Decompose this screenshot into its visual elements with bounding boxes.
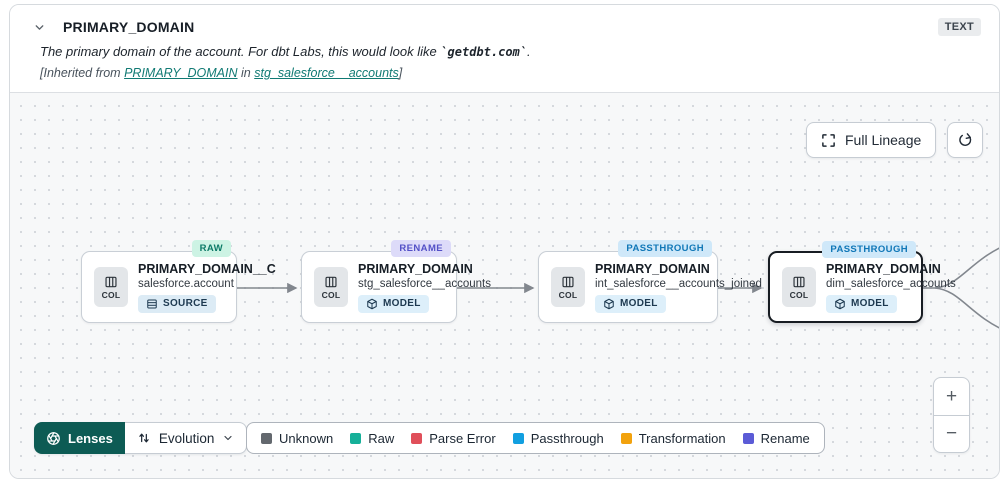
node-column-name: PRIMARY_DOMAIN: [826, 261, 941, 276]
legend-item: Raw: [350, 431, 394, 446]
chevron-down-icon: [224, 435, 232, 441]
resource-label: SOURCE: [163, 298, 208, 309]
refresh-button[interactable]: [947, 122, 984, 158]
evolution-badge: PASSTHROUGH: [822, 241, 916, 258]
resource-label: MODEL: [620, 298, 658, 309]
inherited-note: [Inherited from PRIMARY_DOMAIN in stg_sa…: [31, 66, 981, 80]
legend-swatch: [512, 432, 524, 444]
column-title: PRIMARY_DOMAIN: [63, 19, 195, 35]
node-model-name: salesforce.account: [138, 277, 234, 290]
model-cube-icon: [604, 298, 614, 309]
column-chip: COL: [782, 267, 816, 307]
column-lineage-panel: PRIMARY_DOMAIN TEXT The primary domain o…: [9, 4, 1000, 479]
description-code: `getdbt.com`: [440, 45, 528, 59]
aperture-icon: [47, 431, 60, 445]
legend-label: Transformation: [638, 430, 726, 446]
column-chip: COL: [94, 267, 128, 307]
lineage-node-salesforce-account[interactable]: RAW COL PRIMARY_DOMAIN__C salesforce.acc…: [81, 240, 276, 323]
resource-badge: MODEL: [358, 294, 429, 313]
node-column-name: PRIMARY_DOMAIN: [358, 261, 473, 276]
legend-swatch: [620, 432, 632, 444]
legend-label: Raw: [368, 430, 395, 446]
lens-dropdown[interactable]: Evolution: [124, 422, 248, 454]
legend-swatch: [411, 432, 423, 444]
legend-label: Unknown: [279, 430, 334, 446]
full-lineage-label: Full Lineage: [845, 132, 922, 148]
node-model-name: int_salesforce__accounts_joined: [595, 277, 762, 290]
column-chip-label: COL: [101, 289, 121, 300]
expand-icon: [822, 133, 835, 147]
legend-label: Rename: [760, 430, 810, 446]
model-cube-icon: [835, 298, 845, 309]
resource-label: MODEL: [383, 298, 421, 309]
source-icon: [147, 299, 157, 308]
evolution-badge: RENAME: [391, 240, 451, 257]
column-chip: COL: [551, 267, 585, 307]
column-chip-label: COL: [321, 289, 341, 300]
evolution-legend: Unknown Raw Parse Error Passthrough Tran…: [246, 422, 825, 454]
legend-item: Unknown: [261, 431, 333, 446]
legend-item: Transformation: [620, 430, 726, 446]
lenses-button[interactable]: Lenses: [34, 422, 125, 454]
inherited-suffix: ]: [398, 66, 403, 80]
column-chip: COL: [314, 267, 348, 307]
lineage-node-dim-salesforce-accounts[interactable]: PASSTHROUGH COL PRIMARY_DOMAIN dim_sales…: [768, 241, 956, 323]
columns-icon: [562, 276, 574, 287]
evolution-icon: [139, 433, 149, 443]
lineage-canvas[interactable]: Full Lineage RAW COL PRIMARY_DOMAIN__C s…: [10, 93, 999, 478]
columns-icon: [793, 276, 805, 287]
legend-item: Passthrough: [512, 430, 604, 446]
legend-swatch: [350, 432, 362, 444]
canvas-toolbar: Full Lineage: [806, 122, 984, 158]
refresh-icon: [959, 133, 972, 146]
node-model-name: stg_salesforce__accounts: [358, 277, 491, 290]
node-column-name: PRIMARY_DOMAIN__C: [138, 261, 276, 276]
column-description: The primary domain of the account. For d…: [31, 44, 981, 59]
column-chip-label: COL: [789, 289, 809, 300]
inherited-prefix: [Inherited from: [40, 66, 125, 80]
column-header: PRIMARY_DOMAIN TEXT The primary domain o…: [10, 5, 999, 93]
zoom-control: + −: [933, 377, 970, 453]
column-type-badge: TEXT: [937, 18, 981, 36]
lineage-node-int-salesforce-accounts-joined[interactable]: PASSTHROUGH COL PRIMARY_DOMAIN int_sales…: [538, 240, 762, 323]
lenses-label: Lenses: [68, 430, 113, 446]
lens-selected-value: Evolution: [158, 430, 215, 446]
description-period: .: [527, 44, 531, 59]
evolution-badge: RAW: [191, 240, 231, 257]
zoom-out-button[interactable]: −: [934, 415, 969, 452]
description-text: The primary domain of the account. For d…: [40, 44, 441, 59]
lineage-node-stg-salesforce-accounts[interactable]: RENAME COL PRIMARY_DOMAIN stg_salesforce…: [301, 240, 491, 323]
full-lineage-button[interactable]: Full Lineage: [806, 122, 937, 158]
resource-label: MODEL: [851, 298, 889, 309]
columns-icon: [105, 276, 117, 287]
legend-swatch: [261, 432, 272, 444]
column-chip-label: COL: [558, 289, 578, 300]
zoom-in-button[interactable]: +: [945, 385, 958, 407]
inherited-model-link[interactable]: stg_salesforce__accounts: [254, 66, 399, 80]
resource-badge: MODEL: [595, 294, 666, 313]
legend-item: Rename: [742, 430, 810, 446]
node-model-name: dim_salesforce_accounts: [826, 277, 956, 290]
inherited-column-link[interactable]: PRIMARY_DOMAIN: [124, 66, 238, 80]
collapse-chevron-icon[interactable]: [31, 19, 47, 35]
legend-label: Passthrough: [530, 430, 604, 446]
lenses-control: Lenses Evolution: [34, 422, 248, 454]
legend-item: Parse Error: [411, 430, 496, 446]
node-column-name: PRIMARY_DOMAIN: [595, 261, 710, 276]
legend-label: Parse Error: [429, 430, 496, 446]
columns-icon: [325, 276, 337, 287]
resource-badge: SOURCE: [138, 294, 216, 313]
evolution-badge: PASSTHROUGH: [618, 240, 712, 257]
model-cube-icon: [367, 298, 377, 309]
inherited-middle: in: [237, 66, 255, 80]
resource-badge: MODEL: [826, 294, 897, 313]
legend-swatch: [742, 432, 754, 444]
